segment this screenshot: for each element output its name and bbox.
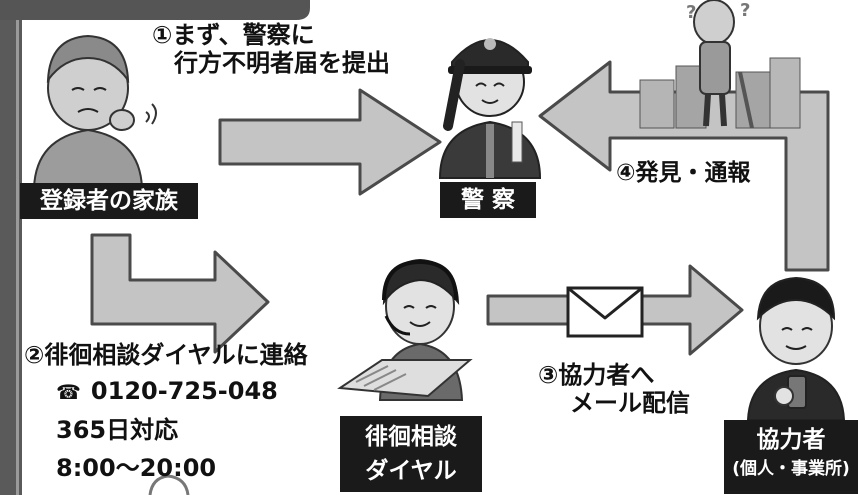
phone-number: 0120-725-048 [90, 377, 278, 405]
cooperator-label-line2: (個人・事業所) [732, 459, 850, 479]
svg-text:?: ? [740, 0, 750, 21]
svg-text:?: ? [686, 2, 696, 23]
decorative-circle [148, 474, 190, 495]
left-frame-highlight [16, 20, 19, 495]
step1-line2: 行方不明者届を提出 [174, 48, 390, 77]
step2-phone-row: ☎ 0120-725-048 [56, 377, 278, 406]
town-elderly-illustration: ? ? [639, 0, 801, 129]
step1-line1: ①まず、警察に [152, 21, 315, 49]
cooperator-label: 協力者 (個人・事業所) [724, 420, 858, 494]
dial-label-line1: 徘徊相談 [365, 424, 457, 450]
police-label: 警 察 [440, 182, 536, 218]
step2-hours: 8:00〜20:00 [56, 454, 217, 482]
step4-text: ④発見・通報 [616, 160, 751, 186]
step3-text: ③協力者へ メール配信 [514, 361, 690, 417]
family-label: 登録者の家族 [20, 183, 198, 219]
mail-envelope-icon [566, 286, 644, 338]
cooperator-label-line1: 協力者 [756, 427, 826, 453]
police-illustration [438, 38, 542, 179]
dial-label: 徘徊相談 ダイヤル [340, 416, 482, 492]
arrow-family-to-police [218, 88, 442, 196]
phone-icon: ☎ [56, 380, 81, 404]
family-illustration [32, 34, 157, 189]
step2-title: ②徘徊相談ダイヤルに連絡 [24, 341, 308, 369]
step1-text: ①まず、警察に 行方不明者届を提出 [152, 21, 390, 77]
cooperator-illustration [746, 276, 846, 421]
dial-label-line2: ダイヤル [365, 458, 457, 484]
step3-line1: ③協力者へ [538, 361, 655, 389]
step2-days: 365日対応 [56, 416, 179, 444]
step3-line2: メール配信 [570, 388, 690, 417]
arrow-family-to-dial [90, 233, 270, 354]
dial-operator-illustration [337, 258, 473, 401]
